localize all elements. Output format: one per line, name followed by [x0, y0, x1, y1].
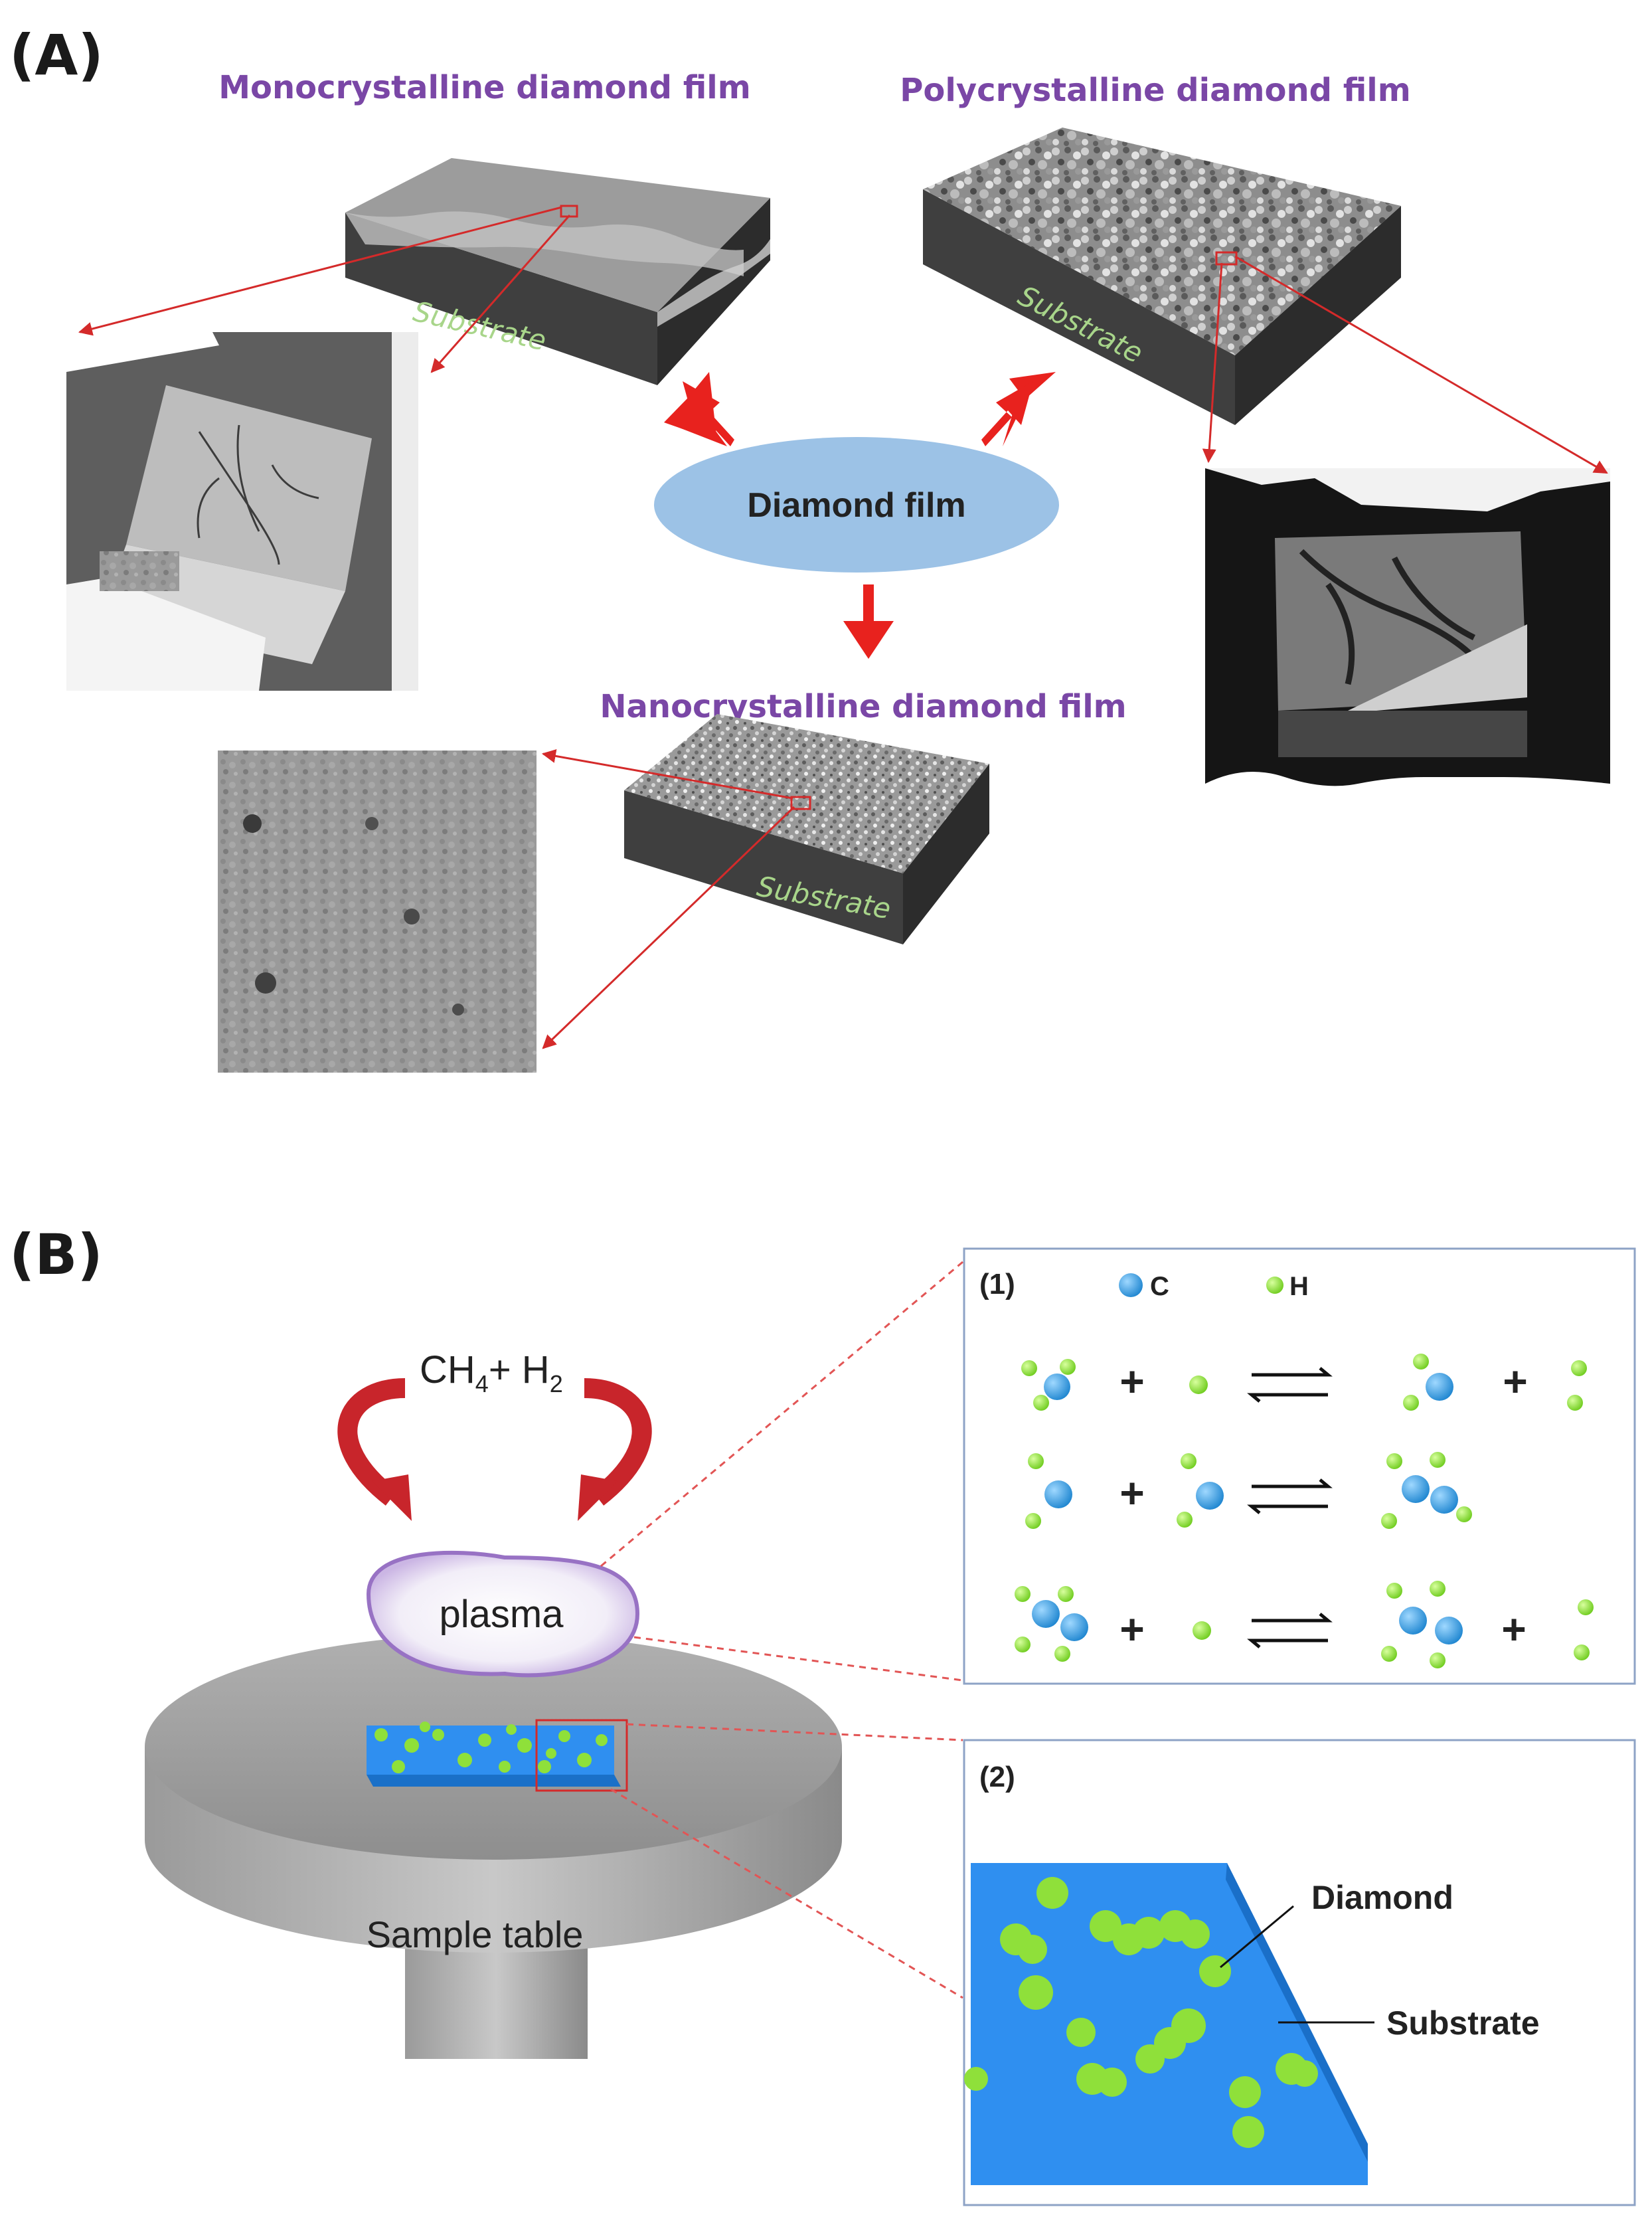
inset-2-substrate	[971, 1863, 1368, 2185]
gas-arrow-left	[337, 1378, 406, 1506]
diamond-particles	[374, 1722, 608, 1773]
dashed-connectors	[600, 1261, 963, 1999]
svg-text:+: +	[1119, 1358, 1144, 1405]
legend-h-icon	[1266, 1277, 1283, 1294]
mono-film-block	[345, 158, 770, 385]
sample-table	[145, 1634, 842, 2059]
gas-label: CH4+ H2	[420, 1348, 563, 1397]
nano-tem-image	[218, 751, 537, 1073]
legend-h-label: H	[1289, 1272, 1309, 1301]
gas-arrow-right	[584, 1378, 652, 1506]
inset-2-label: (2)	[979, 1761, 1015, 1793]
poly-tem-image	[1205, 468, 1610, 794]
mono-tem-image	[66, 332, 418, 691]
diamond-label: Diamond	[1311, 1879, 1453, 1916]
arrow-to-poly-head	[981, 381, 1033, 446]
reaction-row-1: + +	[1021, 1354, 1587, 1411]
legend-c-label: C	[1150, 1272, 1169, 1301]
reaction-row-2: +	[1025, 1452, 1472, 1529]
plasma-shape	[366, 1550, 640, 1678]
svg-text:+: +	[1119, 1469, 1144, 1517]
panel-a-label: (A)	[9, 23, 104, 88]
nano-film-title: Nanocrystalline diamond film	[600, 688, 1126, 725]
nano-film-block	[624, 714, 989, 944]
substrate-sample	[367, 1726, 621, 1787]
poly-film-block	[923, 128, 1401, 425]
reaction-row-3: + +	[1015, 1581, 1594, 1668]
inset-2-diamonds	[964, 1877, 1318, 2148]
zoom-lines	[78, 206, 1608, 1049]
mono-film-title: Monocrystalline diamond film	[218, 69, 751, 106]
svg-text:+: +	[1501, 1605, 1526, 1653]
svg-text:+: +	[1119, 1605, 1144, 1653]
substrate-zoom-box	[535, 1719, 628, 1792]
inset-1-box	[963, 1247, 1636, 1685]
svg-text:+: +	[1503, 1358, 1527, 1405]
inset-2-substrate-label: Substrate	[1386, 2004, 1540, 2042]
legend-c-icon	[1119, 1273, 1143, 1297]
diamond-pointer	[1220, 1905, 1294, 1969]
inset-1-label: (1)	[979, 1268, 1015, 1300]
sample-table-label: Sample table	[367, 1913, 584, 1955]
plasma-label: plasma	[440, 1593, 564, 1636]
poly-zoom-box	[1215, 251, 1238, 266]
poly-film-title: Polycrystalline diamond film	[900, 72, 1411, 109]
arrow-to-nano	[843, 584, 894, 659]
panel-b-label: (B)	[9, 1222, 103, 1287]
diamond-film-ellipse	[654, 437, 1059, 573]
nano-zoom-box	[790, 796, 811, 810]
diamond-film-label: Diamond film	[747, 486, 965, 525]
arrow-to-mono-head	[683, 381, 734, 446]
